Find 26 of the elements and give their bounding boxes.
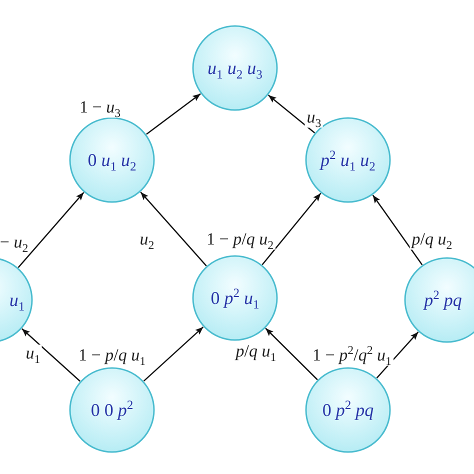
arrow — [262, 192, 322, 266]
edge-label: p/q u$_{2}$ — [410, 230, 454, 250]
state-circle — [69, 117, 155, 203]
state-label: u$_{1}$ u$_{2}$ u$_{3}$ — [208, 58, 262, 78]
state-circle — [192, 255, 278, 341]
edge-label: u$_{1}$ — [24, 344, 42, 364]
state-label: p$^{2}$ u$_{1}$ u$_{2}$ — [320, 150, 376, 170]
state-label: u$_{1}$ — [9, 290, 25, 310]
state-label: 0 u$_{1}$ u$_{2}$ — [88, 150, 136, 170]
state-label: 0 0 p$^{2}$ — [90, 400, 134, 420]
arrow — [146, 93, 201, 135]
state-circle — [69, 367, 155, 453]
arrow — [140, 192, 207, 266]
arrow — [143, 326, 204, 382]
state-label: p$^{2}$ pq — [424, 290, 462, 310]
state-circle — [192, 25, 278, 111]
arrow — [22, 328, 80, 382]
state-circle — [305, 367, 391, 453]
arrow — [265, 328, 318, 380]
arrow — [18, 192, 84, 268]
state-label: 0 p$^{2}$ pq — [322, 400, 374, 420]
arrow — [268, 94, 316, 134]
arrow — [372, 194, 423, 266]
state-label: 0 p$^{2}$ u$_{1}$ — [210, 288, 260, 308]
edge-label: p/q u$_{1}$ — [234, 342, 278, 362]
arrow — [376, 332, 419, 378]
